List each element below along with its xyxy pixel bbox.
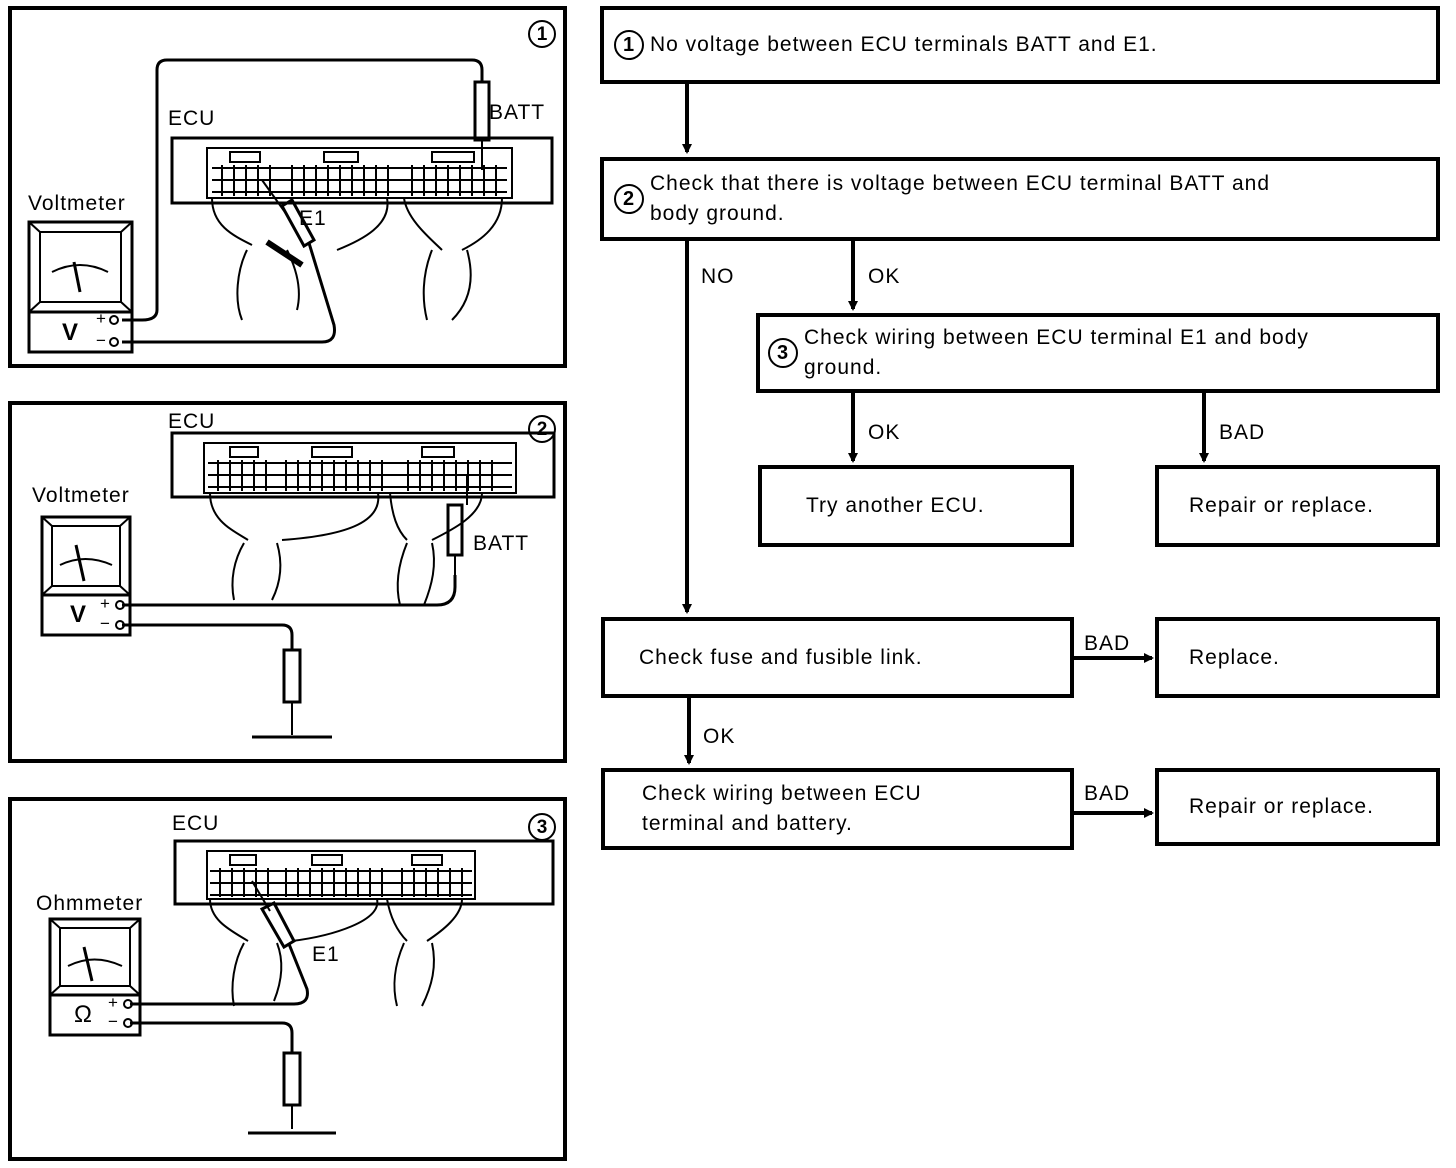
ecu-label: ECU	[168, 410, 216, 433]
branch-label-bad: BAD	[1084, 632, 1131, 655]
meter-symbol: V	[70, 601, 87, 628]
batt-label: BATT	[489, 101, 546, 124]
step-number-badge: 2	[614, 184, 644, 214]
branch-label-ok: OK	[868, 265, 901, 288]
ecu-label: ECU	[172, 812, 220, 835]
step-text-line-1: Check that there is voltage between ECU …	[650, 172, 1271, 195]
branch-label-ok: OK	[868, 421, 901, 444]
plus-terminal-label: +	[100, 594, 111, 613]
minus-terminal-label: −	[100, 614, 111, 633]
batt-label: BATT	[473, 532, 530, 555]
flow-step-1: 1 No voltage between ECU terminals BATT …	[600, 6, 1440, 84]
flow-check-wiring-battery: Check wiring between ECU terminal and ba…	[601, 768, 1074, 850]
step-text-line-2: body ground.	[650, 202, 785, 225]
flow-try-another-ecu: Try another ECU.	[758, 465, 1074, 547]
e1-label: E1	[299, 207, 327, 230]
diagram-panel-3: 3 ECU E1 Ohmmeter Ω + −	[8, 797, 567, 1161]
diagram-panel-1: 1 ECU BATT E1 Voltmeter V + −	[8, 6, 567, 368]
branch-label-bad: BAD	[1219, 421, 1266, 444]
diagram-3-illustration	[48, 839, 555, 1135]
branch-label-bad: BAD	[1084, 782, 1131, 805]
e1-label: E1	[312, 943, 340, 966]
meter-label: Ohmmeter	[36, 892, 144, 915]
step-text-line-2: terminal and battery.	[642, 812, 853, 835]
plus-terminal-label: +	[96, 309, 107, 328]
diagram-panel-2: 2 ECU BATT Voltmeter V + −	[8, 401, 567, 763]
plus-terminal-label: +	[108, 993, 119, 1012]
meter-symbol: V	[62, 319, 79, 346]
minus-terminal-label: −	[96, 331, 107, 350]
step-text: No voltage between ECU terminals BATT an…	[650, 33, 1158, 56]
flow-check-fuse: Check fuse and fusible link.	[601, 617, 1074, 698]
step-text-line-2: ground.	[804, 356, 883, 379]
branch-label-no: NO	[701, 265, 735, 288]
ecu-label: ECU	[168, 107, 216, 130]
flow-step-3: 3 Check wiring between ECU terminal E1 a…	[756, 313, 1440, 393]
minus-terminal-label: −	[108, 1012, 119, 1031]
step-text-line-1: Check wiring between ECU terminal E1 and…	[804, 326, 1309, 349]
meter-label: Voltmeter	[28, 192, 126, 215]
meter-symbol: Ω	[74, 1001, 92, 1028]
step-number-badge: 1	[614, 30, 644, 60]
flow-repair-or-replace-2: Repair or replace.	[1155, 768, 1440, 846]
step-text-line-1: Check wiring between ECU	[642, 782, 922, 805]
diagram-1-illustration	[27, 58, 554, 354]
flow-replace: Replace.	[1155, 617, 1440, 698]
branch-label-ok: OK	[703, 725, 736, 748]
flow-step-2: 2 Check that there is voltage between EC…	[600, 157, 1440, 241]
diagram-2-illustration	[40, 431, 556, 739]
flow-repair-or-replace-1: Repair or replace.	[1155, 465, 1440, 547]
step-number-badge: 3	[768, 338, 798, 368]
diagram-number-badge: 3	[528, 813, 556, 841]
diagram-number-badge: 1	[528, 20, 556, 48]
diagram-number-badge: 2	[528, 415, 556, 443]
meter-label: Voltmeter	[32, 484, 130, 507]
